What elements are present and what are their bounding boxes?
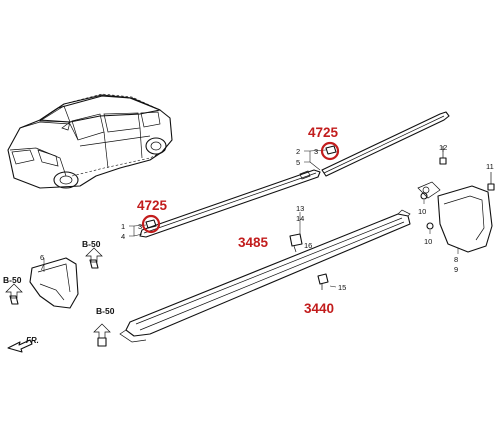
part-number-8: 8 bbox=[454, 255, 458, 264]
part-number-3-lower: 3 bbox=[138, 222, 142, 231]
part-number-7: 7 bbox=[40, 263, 44, 272]
front-mudguard bbox=[29, 257, 79, 309]
highlight-circle-upper bbox=[320, 141, 340, 161]
leader-lines bbox=[43, 146, 459, 288]
part-number-10-lower: 10 bbox=[424, 237, 432, 246]
ref-b50-upper: B-50 bbox=[82, 239, 101, 249]
part-number-15: 15 bbox=[338, 283, 346, 292]
part-number-11: 11 bbox=[486, 162, 494, 171]
fasteners bbox=[9, 145, 495, 347]
side-sill-garnish bbox=[119, 209, 411, 343]
part-number-10-upper: 10 bbox=[418, 207, 426, 216]
part-number-12: 12 bbox=[439, 143, 447, 152]
callout-3440: 3440 bbox=[304, 301, 334, 316]
part-number-9: 9 bbox=[454, 265, 458, 274]
front-direction-arrow bbox=[7, 339, 33, 353]
reference-arrows bbox=[5, 247, 111, 339]
part-number-6: 6 bbox=[40, 253, 44, 262]
front-direction-label: FR. bbox=[26, 336, 39, 345]
ref-b50-left: B-50 bbox=[3, 275, 22, 285]
part-number-13: 13 bbox=[296, 204, 304, 213]
part-number-4: 4 bbox=[121, 232, 125, 241]
part-number-3-upper: 3 bbox=[314, 147, 318, 156]
callout-4725-upper: 4725 bbox=[308, 125, 339, 140]
callout-4725-lower: 4725 bbox=[137, 198, 168, 213]
part-number-16: 16 bbox=[304, 241, 312, 250]
part-number-2: 2 bbox=[296, 147, 300, 156]
part-number-14: 14 bbox=[296, 214, 304, 223]
part-number-1: 1 bbox=[121, 222, 125, 231]
car-illustration bbox=[7, 93, 173, 189]
callout-3485: 3485 bbox=[238, 235, 269, 250]
part-number-5: 5 bbox=[296, 158, 300, 167]
front-door-molding bbox=[139, 169, 321, 238]
upper-rear-molding bbox=[321, 111, 450, 177]
ref-b50-lower: B-50 bbox=[96, 306, 115, 316]
highlight-circle-lower bbox=[141, 214, 161, 234]
rear-mudguard bbox=[417, 181, 493, 253]
